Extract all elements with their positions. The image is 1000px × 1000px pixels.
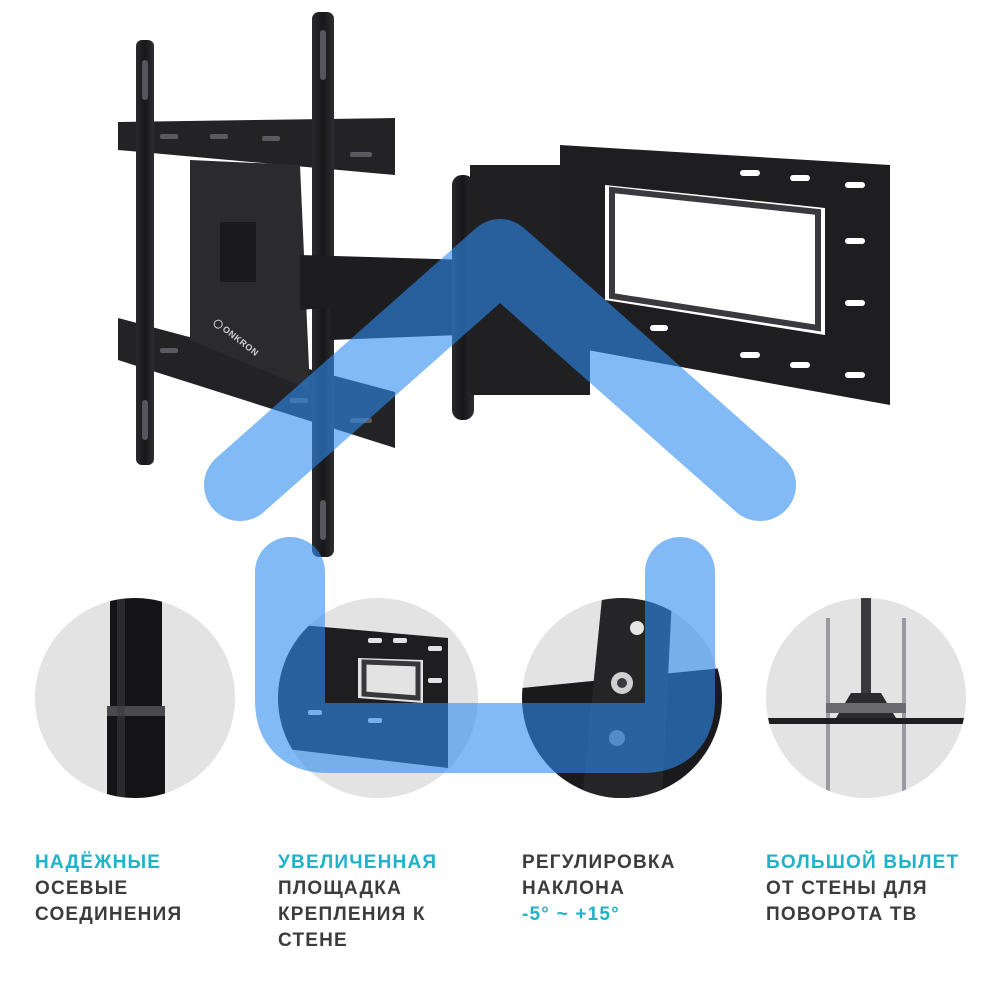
- feature-line: УВЕЛИЧЕННАЯ: [278, 852, 438, 873]
- tilt-mechanism-photo: [522, 598, 722, 798]
- extension-arm-photo: [766, 598, 966, 798]
- feature-line: БОЛЬШОЙ ВЫЛЕТ: [766, 852, 960, 873]
- feature-line: НАДЁЖНЫЕ: [35, 852, 162, 873]
- mounting-plate-photo: [278, 598, 478, 798]
- feature-line: ОСЕВЫЕ: [35, 878, 129, 899]
- feature-axial-joints: НАДЁЖНЫЕ ОСЕВЫЕ СОЕДИНЕНИЯ: [35, 850, 245, 928]
- feature-line: СОЕДИНЕНИЯ: [35, 904, 183, 925]
- feature-line: РЕГУЛИРОВКА: [522, 852, 676, 873]
- feature-mounting-area: УВЕЛИЧЕННАЯ ПЛОЩАДКА КРЕПЛЕНИЯ К СТЕНЕ: [278, 850, 488, 954]
- feature-line: -5° ~ +15°: [522, 904, 620, 925]
- feature-extension: БОЛЬШОЙ ВЫЛЕТ ОТ СТЕНЫ ДЛЯ ПОВОРОТА ТВ: [766, 850, 976, 928]
- feature-line: ПЛОЩАДКА: [278, 878, 403, 899]
- tv-wall-mount-image: [118, 12, 890, 557]
- feature-line: СТЕНЕ: [278, 930, 348, 951]
- feature-line: КРЕПЛЕНИЯ К: [278, 904, 426, 925]
- feature-line: НАКЛОНА: [522, 878, 625, 899]
- feature-line: ОТ СТЕНЫ ДЛЯ: [766, 878, 928, 899]
- feature-tilt-adjustment: РЕГУЛИРОВКА НАКЛОНА -5° ~ +15°: [522, 850, 732, 928]
- feature-line: ПОВОРОТА ТВ: [766, 904, 918, 925]
- axle-joint-photo: [35, 598, 235, 798]
